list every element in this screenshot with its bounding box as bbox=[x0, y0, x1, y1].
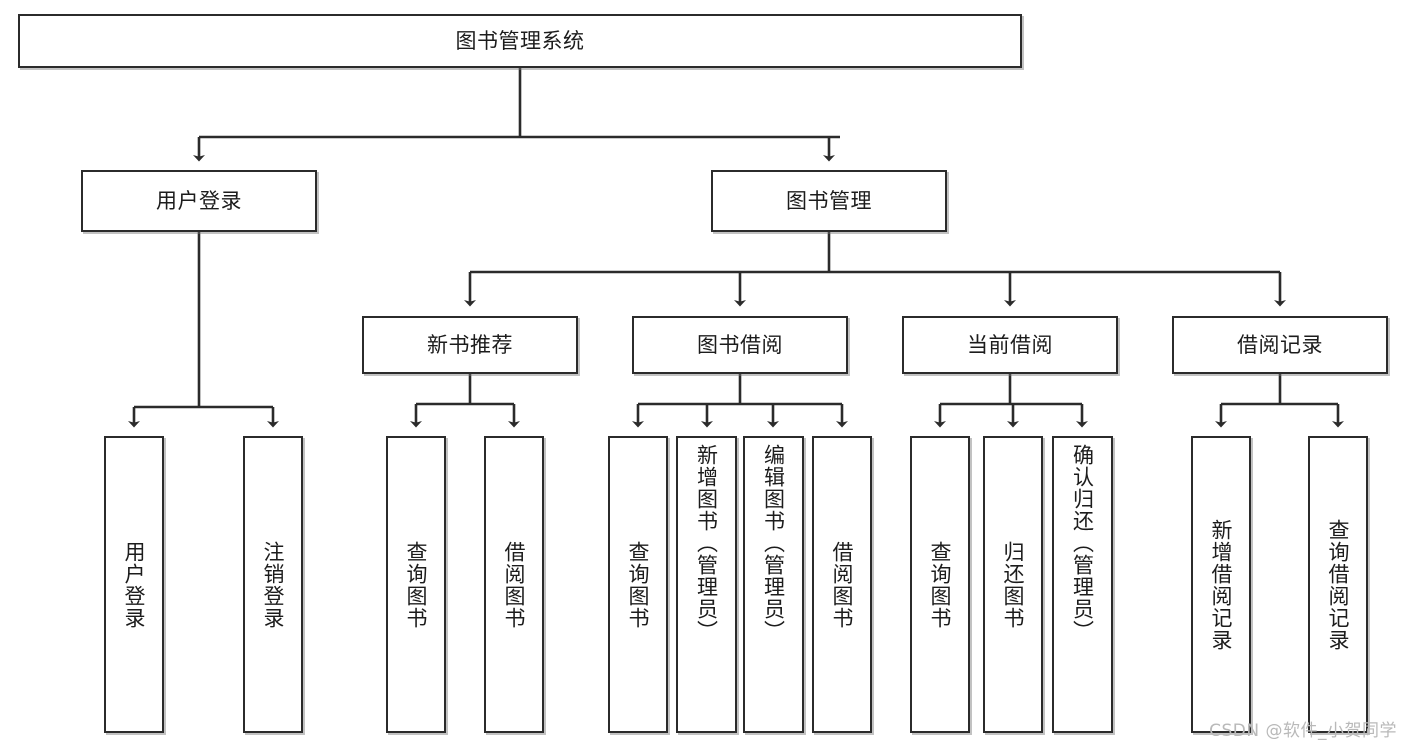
node-leaf-user-login[interactable]: 用户登录 bbox=[104, 436, 164, 733]
node-leaf-add-book[interactable]: 新增图书（管理员） bbox=[676, 436, 737, 733]
node-leaf-confirm-return[interactable]: 确认归还（管理员） bbox=[1052, 436, 1113, 733]
node-root[interactable]: 图书管理系统 bbox=[18, 14, 1022, 68]
node-leaf-query-book-3-label: 查询图书 bbox=[928, 540, 953, 629]
node-borrow-record[interactable]: 借阅记录 bbox=[1172, 316, 1388, 374]
node-leaf-confirm-return-label: 确认归还（管理员） bbox=[1070, 444, 1095, 642]
node-leaf-query-record[interactable]: 查询借阅记录 bbox=[1308, 436, 1368, 733]
node-leaf-query-book-2[interactable]: 查询图书 bbox=[608, 436, 668, 733]
node-leaf-query-book-1-label: 查询图书 bbox=[404, 540, 429, 629]
node-book-borrow[interactable]: 图书借阅 bbox=[632, 316, 848, 374]
node-borrow-record-label: 借阅记录 bbox=[1237, 332, 1323, 357]
node-leaf-borrow-book-2-label: 借阅图书 bbox=[830, 540, 855, 629]
node-leaf-query-book-3[interactable]: 查询图书 bbox=[910, 436, 970, 733]
node-leaf-user-login-label: 用户登录 bbox=[122, 540, 147, 629]
node-leaf-borrow-book-1-label: 借阅图书 bbox=[502, 540, 527, 629]
node-leaf-add-record-label: 新增借阅记录 bbox=[1209, 518, 1234, 651]
watermark-text: CSDN @软件_小贺同学 bbox=[1209, 721, 1397, 741]
node-new-book-recommend[interactable]: 新书推荐 bbox=[362, 316, 578, 374]
node-leaf-edit-book[interactable]: 编辑图书（管理员） bbox=[743, 436, 804, 733]
node-book-manage[interactable]: 图书管理 bbox=[711, 170, 947, 232]
node-leaf-add-book-label: 新增图书（管理员） bbox=[694, 444, 719, 642]
node-leaf-logout[interactable]: 注销登录 bbox=[243, 436, 303, 733]
node-leaf-return-book-label: 归还图书 bbox=[1001, 540, 1026, 629]
node-leaf-query-record-label: 查询借阅记录 bbox=[1326, 518, 1351, 651]
node-leaf-add-record[interactable]: 新增借阅记录 bbox=[1191, 436, 1251, 733]
node-book-manage-label: 图书管理 bbox=[786, 188, 872, 213]
node-root-label: 图书管理系统 bbox=[455, 28, 585, 53]
node-leaf-logout-label: 注销登录 bbox=[261, 540, 286, 629]
node-leaf-return-book[interactable]: 归还图书 bbox=[983, 436, 1043, 733]
node-leaf-borrow-book-2[interactable]: 借阅图书 bbox=[812, 436, 872, 733]
node-current-borrow[interactable]: 当前借阅 bbox=[902, 316, 1118, 374]
node-leaf-edit-book-label: 编辑图书（管理员） bbox=[761, 444, 786, 642]
node-leaf-query-book-2-label: 查询图书 bbox=[626, 540, 651, 629]
node-leaf-query-book-1[interactable]: 查询图书 bbox=[386, 436, 446, 733]
node-user-login-label: 用户登录 bbox=[156, 188, 242, 213]
node-leaf-borrow-book-1[interactable]: 借阅图书 bbox=[484, 436, 544, 733]
node-book-borrow-label: 图书借阅 bbox=[697, 332, 783, 357]
node-new-book-recommend-label: 新书推荐 bbox=[427, 332, 513, 357]
node-user-login[interactable]: 用户登录 bbox=[81, 170, 317, 232]
node-current-borrow-label: 当前借阅 bbox=[967, 332, 1053, 357]
